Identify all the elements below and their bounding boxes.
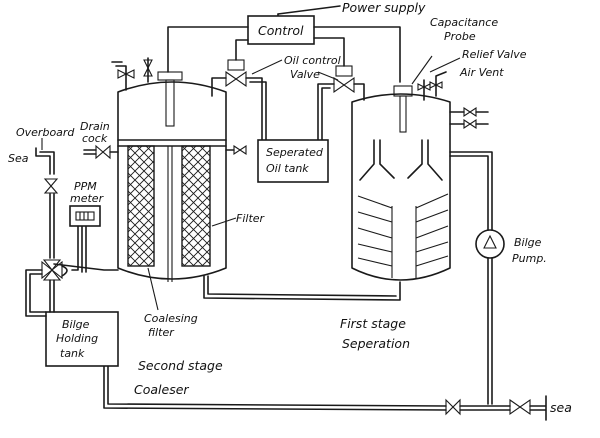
bilge-holding-tank-label-2: Holding	[56, 332, 98, 345]
capacitance-probe-label: Capacitance	[430, 16, 498, 29]
oil-control-valve-label-2: Valve	[290, 68, 320, 81]
bilge-holding-tank-label-3: tank	[60, 347, 85, 360]
sea-suction-line	[103, 365, 547, 421]
coalescer-vessel	[117, 71, 227, 282]
first-stage-vessel	[351, 85, 451, 281]
relief-valve-label: Relief Valve	[462, 48, 527, 61]
second-stage-label-2: Coaleser	[134, 382, 189, 397]
sea-right-label: sea	[550, 400, 572, 415]
overboard-line	[25, 147, 119, 317]
filter-element-right	[181, 145, 211, 267]
first-stage-label-2: Seperation	[342, 336, 410, 351]
control-wires	[167, 26, 401, 83]
power-supply-line	[277, 5, 341, 17]
drain-cock-label-2: cock	[82, 132, 108, 145]
filter-label: Filter	[236, 212, 266, 225]
sea-left-label: Sea	[8, 152, 29, 165]
air-vent-label: Air Vent	[459, 66, 504, 79]
coalescer-side-valve	[225, 144, 247, 156]
coalescing-filter-element-left	[127, 145, 155, 267]
coalescer-top-valves	[111, 57, 153, 91]
bilge-holding-tank-label: Bilge	[62, 318, 90, 331]
oil-control-valve-arrows	[251, 59, 339, 81]
control-box: Control	[247, 15, 315, 45]
filter-arrow	[211, 217, 237, 227]
control-label: Control	[258, 23, 304, 38]
interstage-pipe	[203, 275, 401, 301]
first-stage-top-fittings	[417, 71, 489, 130]
oil-control-valve-left	[211, 59, 267, 141]
drain-cock-label: Drain	[80, 120, 110, 133]
bilge-holding-tank: Bilge Holding tank	[45, 311, 119, 367]
coalescing-filter-arrow	[147, 267, 159, 311]
ppm-meter-label-2: meter	[70, 192, 105, 205]
overboard-label: Overboard	[16, 126, 75, 139]
bilge-pump-label-2: Pump.	[512, 252, 547, 265]
drain-cock	[83, 144, 119, 160]
oil-control-valve-right	[317, 65, 365, 141]
first-stage-label: First stage	[340, 316, 406, 331]
bilge-pump	[449, 151, 505, 405]
separated-oil-tank-label-2: Oil tank	[266, 162, 309, 175]
ppm-meter	[69, 205, 101, 227]
relief-valve-pointer	[429, 57, 461, 73]
coalescing-filter-label-2: filter	[148, 326, 175, 339]
capacitance-probe-pointer	[411, 55, 433, 85]
capacitance-probe-label-2: Probe	[444, 30, 476, 43]
bilge-pump-label: Bilge	[514, 236, 542, 249]
ppm-meter-label: PPM	[74, 180, 97, 193]
oil-control-valve-label: Oil control	[284, 54, 341, 67]
separated-oil-tank: Seperated Oil tank	[257, 139, 329, 183]
separated-oil-tank-label: Seperated	[266, 146, 324, 159]
power-supply-label: Power supply	[342, 0, 426, 15]
second-stage-label: Second stage	[138, 358, 223, 373]
coalescing-filter-label: Coalesing	[144, 312, 198, 325]
